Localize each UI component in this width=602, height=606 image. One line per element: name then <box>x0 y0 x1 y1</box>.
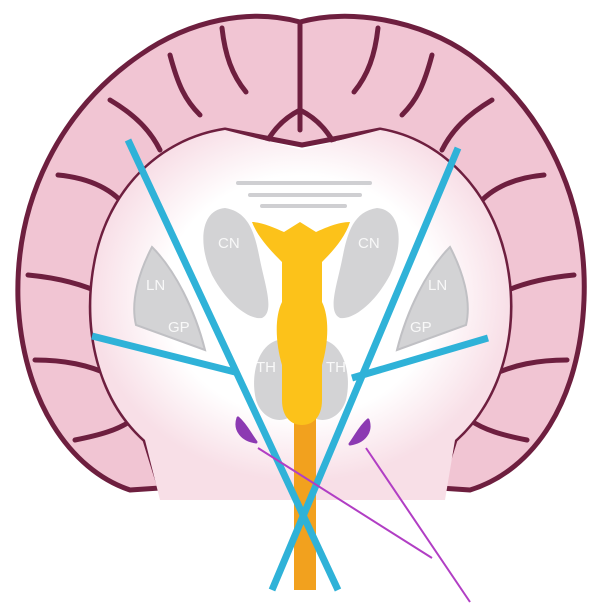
label-caudate-left: CN <box>218 235 240 252</box>
label-lentiform-right: LN <box>428 277 447 294</box>
label-globus-pallidus-right: GP <box>410 319 432 336</box>
label-caudate-right: CN <box>358 235 380 252</box>
label-thalamus-left: TH <box>256 359 276 376</box>
label-lentiform-left: LN <box>146 277 165 294</box>
label-globus-pallidus-left: GP <box>168 319 190 336</box>
label-thalamus-right: TH <box>326 359 346 376</box>
